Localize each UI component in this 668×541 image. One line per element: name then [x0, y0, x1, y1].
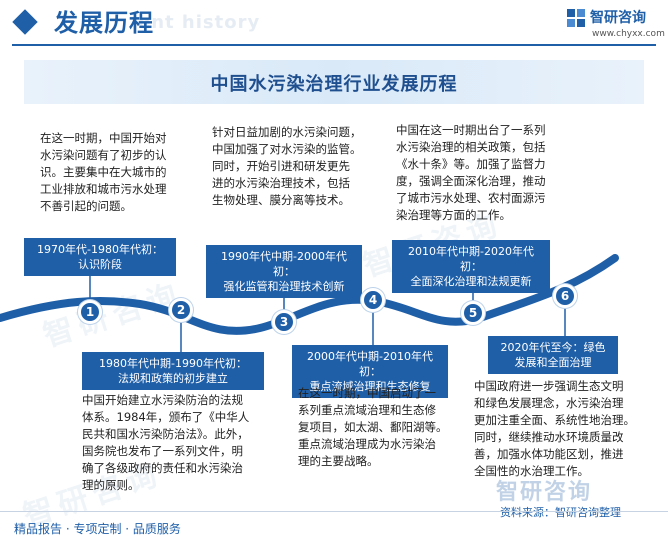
banner: 中国水污染治理行业发展历程 [24, 60, 644, 104]
stage-2-node: 2 [169, 298, 193, 322]
stage-5-description: 中国在这一时期出台了一系列 水污染治理的相关政策，包括 《水十条》等。加强了监督… [396, 123, 546, 222]
brand-name: 智研咨询 [590, 10, 646, 26]
footer-tagline: 精品报告 · 专项定制 · 品质服务 [14, 522, 181, 536]
stage-3-node: 3 [272, 310, 296, 334]
stage-1-node: 1 [78, 300, 102, 324]
stage-3-label: 1990年代中期-2000年代初： 强化监管和治理技术创新 [206, 245, 362, 298]
stage-6-label: 2020年代至今：绿色 发展和全面治理 [488, 336, 618, 374]
stage-5-node: 5 [461, 301, 485, 325]
stage-4-label: 2000年代中期-2010年代初： 重点流域治理和生态修复 [292, 345, 448, 398]
stage-2-description: 中国开始建立水污染防治的法规 体系。1984年，颁布了《中华人 民共和国水污染防… [82, 393, 250, 492]
stage-4-node: 4 [361, 288, 385, 312]
stage-1-description: 在这一时期，中国开始对 水污染问题有了初步的认 识。主要集中在大城市的 工业排放… [40, 131, 167, 213]
stage-4-description: 在这一时期，中国启动了一 系列重点流域治理和生态修 复项目，如太湖、鄱阳湖等。 … [298, 386, 448, 468]
brand-logo-icon [567, 9, 585, 27]
stage-6-description: 中国政府进一步强调生态文明 和绿色发展理念，水污染治理 更加注重全面、系统性地治… [474, 379, 635, 478]
footer-divider [0, 511, 668, 512]
footer-watermark-brand: 智研咨询 [496, 480, 593, 505]
stage-1-label: 1970年代-1980年代初： 认识阶段 [24, 238, 176, 276]
stage-3-description: 针对日益加剧的水污染问题， 中国加强了对水污染的监管。 同时，开始引进和研发更先… [212, 125, 362, 207]
stage-6-node: 6 [553, 284, 577, 308]
source-note: 资料来源：智研咨询整理 [500, 506, 621, 519]
stage-2-label: 1980年代中期-1990年代初： 法规和政策的初步建立 [82, 352, 264, 390]
page-header: ent history 发展历程 智研咨询 www.chyxx.com [0, 0, 668, 44]
diagram-title: 中国水污染治理行业发展历程 [210, 74, 458, 95]
page-title: 发展历程 [54, 9, 154, 37]
brand-site: www.chyxx.com [592, 29, 665, 39]
header-divider [12, 44, 656, 46]
header-ghost-text: ent history [138, 12, 261, 33]
stage-5-label: 2010年代中期-2020年代初： 全面深化治理和法规更新 [392, 240, 550, 293]
